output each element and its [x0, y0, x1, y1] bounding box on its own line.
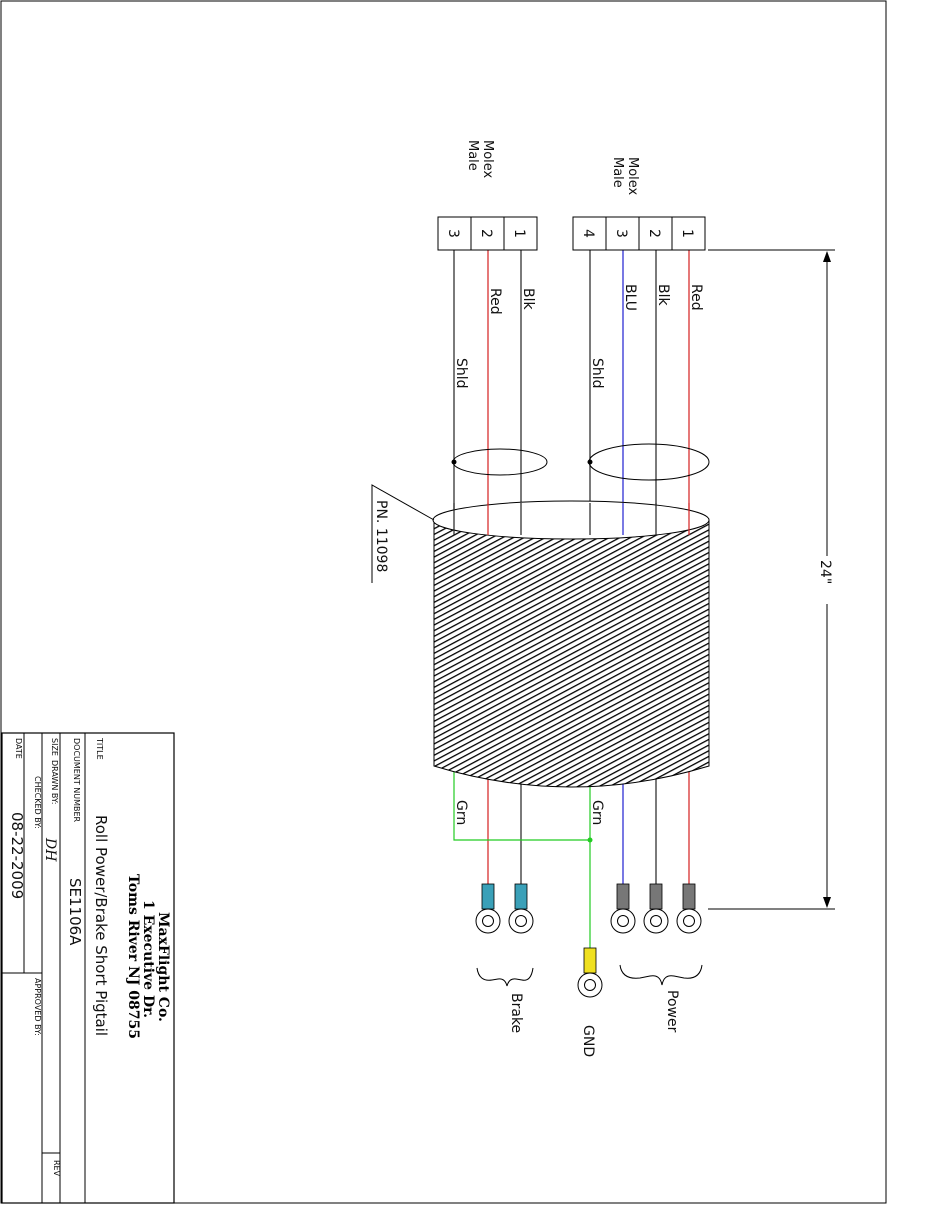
- ring-terminals-power: [611, 884, 701, 933]
- shield-loop-power: [589, 444, 709, 480]
- connector-power-pin-1: 1: [679, 229, 695, 238]
- connector-brake-name: Molex: [480, 140, 495, 179]
- group-label-power: Power: [664, 990, 680, 1033]
- dimension-label: 24": [817, 560, 833, 584]
- rev-label: REV: [52, 1160, 61, 1177]
- label-red-brake: Red: [487, 288, 503, 315]
- connector-brake: 1 2 3 Molex Male: [438, 140, 537, 250]
- connector-brake-pin-3: 3: [445, 229, 461, 238]
- size-label: SIZE: [50, 738, 59, 756]
- checked-by-label: CHECKED BY:: [33, 776, 42, 829]
- group-label-brake: Brake: [508, 993, 524, 1033]
- drawing-title: Roll Power/Brake Short Pigtail: [92, 815, 110, 1036]
- connector-brake-pin-2: 2: [478, 229, 494, 238]
- label-shld-power: Shld: [589, 358, 605, 389]
- dimension-24: 24": [708, 250, 835, 909]
- label-red-power: Red: [688, 284, 704, 311]
- title-block: MaxFlight Co. 1 Executive Dr. Toms River…: [2, 733, 174, 1203]
- label-blk-brake: Blk: [520, 288, 536, 310]
- jacket-top-ellipse: [433, 501, 709, 539]
- label-grn-power: Grn: [589, 800, 605, 825]
- ring-terminals-brake: [476, 884, 533, 933]
- drawn-by-label: DRAWN BY:: [50, 760, 59, 804]
- connector-power: 1 2 3 4 Molex Male: [573, 157, 705, 250]
- gnd-junction-dot: [588, 838, 593, 843]
- title-label: TITLE: [95, 737, 104, 760]
- brace-brake: [477, 968, 533, 986]
- date-label: DATE: [14, 738, 23, 759]
- company-address-2: Toms River NJ 08755: [125, 874, 141, 1039]
- group-label-gnd: GND: [580, 1025, 596, 1057]
- connector-power-name: Molex: [625, 157, 640, 196]
- label-shld-brake: Shld: [453, 358, 469, 389]
- ring-terminal-gnd: [578, 948, 602, 997]
- approved-by-label: APPROVED BY:: [33, 978, 42, 1036]
- shield-loop-brake: [453, 449, 547, 475]
- drawn-by: DH: [42, 837, 58, 862]
- connector-brake-gender: Male: [465, 140, 480, 171]
- part-number-label: PN. 11098: [373, 500, 389, 572]
- date-value: 08-22-2009: [8, 812, 26, 899]
- connector-power-gender: Male: [610, 157, 625, 188]
- connector-brake-pin-1: 1: [511, 229, 527, 238]
- document-number: SE1106A: [66, 878, 84, 946]
- company-address-1: 1 Executive Dr.: [140, 900, 156, 1018]
- document-number-label: DOCUMENT NUMBER: [72, 738, 81, 823]
- braided-jacket: [434, 520, 709, 787]
- label-blu-power: BLU: [622, 284, 638, 311]
- connector-power-pin-4: 4: [580, 229, 596, 238]
- brace-power: [620, 965, 702, 985]
- label-grn-brake: Grn: [453, 800, 469, 825]
- connector-power-pin-3: 3: [613, 229, 629, 238]
- company-name: MaxFlight Co.: [155, 912, 171, 1022]
- connector-power-pin-2: 2: [646, 229, 662, 238]
- label-blk-power: Blk: [655, 284, 671, 306]
